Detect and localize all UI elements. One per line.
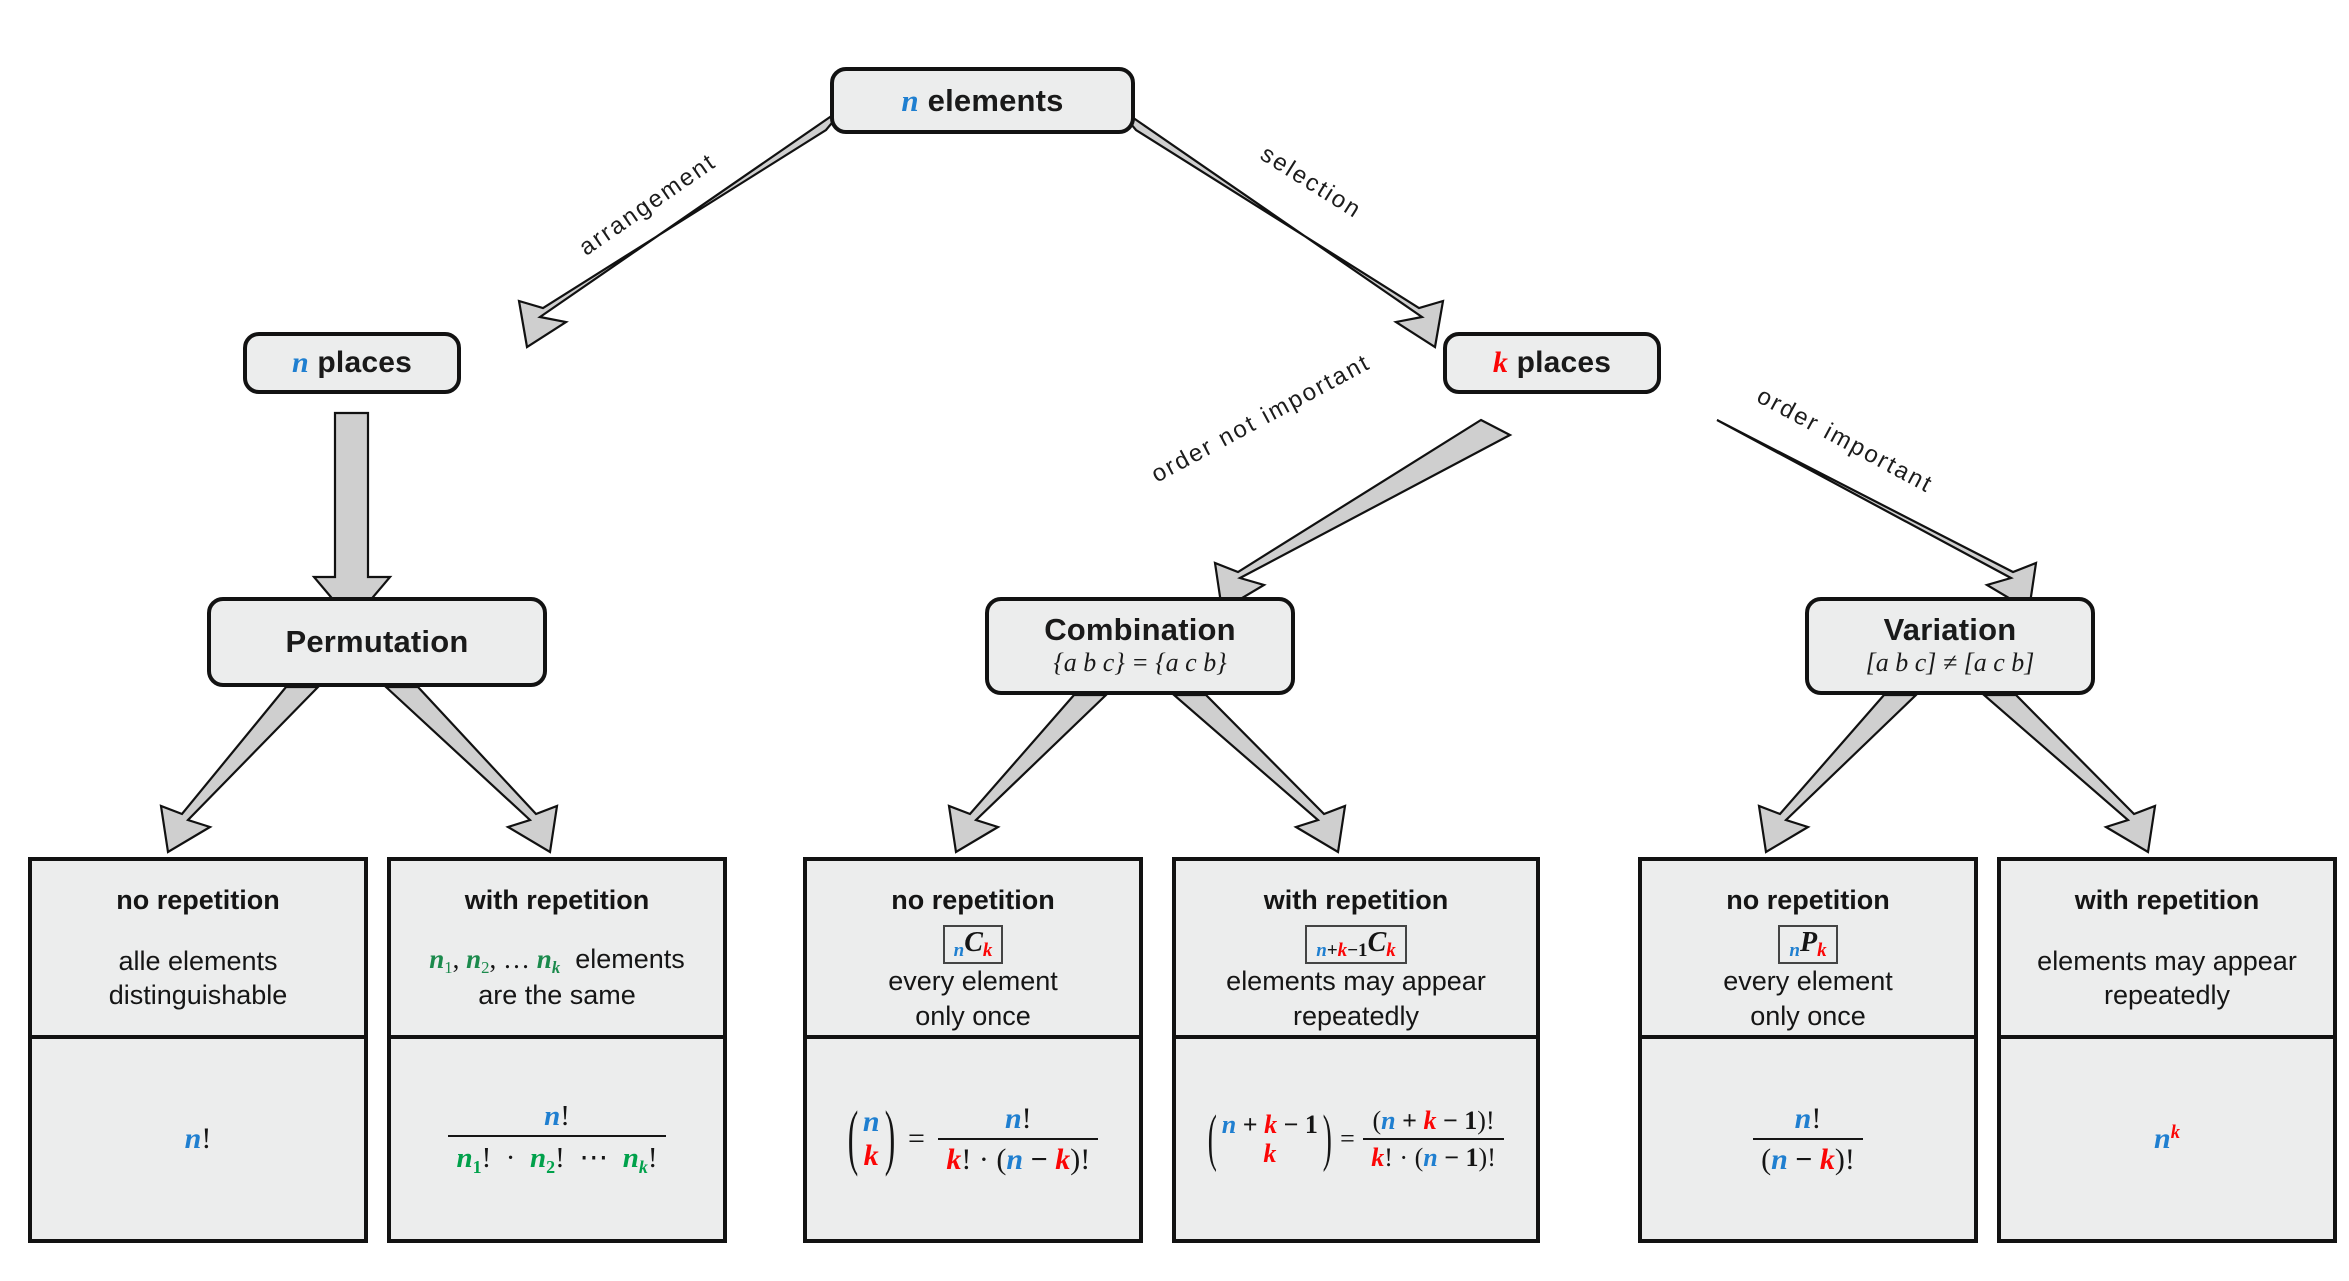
leaf-desc-line1: elements may appear: [2037, 945, 2297, 976]
leaf-desc-line1: alle elements: [118, 945, 278, 976]
leaf-formula-cell: nk: [2001, 1039, 2333, 1239]
leaf-description: elements may appear repeatedly: [1176, 964, 1536, 1033]
arrow-perm-left: [159, 685, 321, 854]
leaf-description: elements may appear repeatedly: [2001, 944, 2333, 1013]
leaf-top-cell: with repetition n+k−1Ck elements may app…: [1176, 861, 1536, 1039]
formula-variation-no-rep: n! (n − k)!: [1753, 1102, 1863, 1177]
leaf-heading: with repetition: [2074, 885, 2260, 915]
leaf-heading: with repetition: [1263, 885, 1449, 915]
leaf-desc-line2: are the same: [478, 980, 636, 1011]
arrow-selection: [1115, 105, 1445, 349]
edge-label-order-not-important: order not important: [1146, 348, 1376, 489]
leaf-desc-line1: n1, n2, … nk elements: [429, 944, 685, 978]
leaf-desc-line1: elements may appear: [1226, 966, 1486, 997]
leaf-formula-cell: ( n + k − 1 k ) = (n + k − 1)! k! · (n −…: [1176, 1039, 1536, 1239]
node-n-places-text: places: [308, 346, 413, 379]
leaf-desc-line1: every element: [1723, 966, 1893, 997]
node-k-places[interactable]: k places: [1443, 332, 1661, 394]
var-k: k: [1492, 346, 1509, 379]
node-combination-subtitle: {a b c} = {a c b}: [1053, 648, 1227, 678]
node-n-places-label: n places: [292, 346, 412, 380]
leaf-description: every element only once: [807, 964, 1139, 1033]
leaf-heading: no repetition: [116, 885, 280, 915]
symbol-nCk: nCk: [942, 925, 1004, 965]
leaf-top-cell: no repetition nCk every element only onc…: [807, 861, 1139, 1039]
leaf-description: every element only once: [1642, 964, 1974, 1033]
formula-n-factorial: n!: [184, 1122, 212, 1155]
leaf-description: n1, n2, … nk elements are the same: [391, 942, 723, 1013]
edge-label-selection: selection: [1255, 140, 1367, 225]
edge-label-order-important: order important: [1752, 382, 1938, 499]
arrow-places-to-permutation: [311, 411, 393, 624]
arrow-order-not-important: [1213, 418, 1513, 612]
formula-binomial-nk1: ( n + k − 1 k ) = (n + k − 1)! k! · (n −…: [1208, 1102, 1504, 1173]
node-variation-label: Variation: [1883, 611, 2017, 647]
leaf-combination-with-repetition[interactable]: with repetition n+k−1Ck elements may app…: [1172, 857, 1540, 1243]
leaf-desc-line2: distinguishable: [108, 980, 288, 1011]
arrow-perm-right: [383, 685, 559, 854]
leaf-variation-no-repetition[interactable]: no repetition nPk every element only onc…: [1638, 857, 1978, 1243]
node-n-elements-label: n elements: [901, 83, 1063, 119]
node-variation-subtitle: [a b c] ≠ [a c b]: [1865, 648, 2035, 678]
leaf-formula-cell: n! (n − k)!: [1642, 1039, 1974, 1239]
leaf-top-cell: with repetition n1, n2, … nk elements ar…: [391, 861, 723, 1039]
leaf-heading: no repetition: [891, 885, 1055, 915]
formula-binomial-nk: ( n k ) = n! k! · (n − k)!: [848, 1097, 1099, 1178]
edge-label-arrangement: arrangement: [574, 147, 722, 262]
leaf-desc-line1: every element: [888, 966, 1058, 997]
formula-n-power-k: nk: [2154, 1122, 2180, 1155]
var-n: n: [901, 82, 919, 118]
leaf-top-cell: with repetition elements may appear repe…: [2001, 861, 2333, 1039]
leaf-description: alle elements distinguishable: [32, 944, 364, 1013]
leaf-permutation-no-repetition[interactable]: no repetition alle elements distinguisha…: [28, 857, 368, 1243]
node-n-places[interactable]: n places: [243, 332, 461, 394]
node-permutation[interactable]: Permutation: [207, 597, 547, 687]
node-n-elements-text: elements: [918, 82, 1064, 118]
leaf-formula-cell: n! n1! · n2! ⋯ nk!: [391, 1039, 723, 1239]
leaf-top-cell: no repetition alle elements distinguisha…: [32, 861, 364, 1039]
node-n-elements[interactable]: n elements: [830, 67, 1135, 134]
symbol-n-plus-k-minus-1-C-k: n+k−1Ck: [1305, 925, 1407, 965]
node-combination[interactable]: Combination {a b c} = {a c b}: [985, 597, 1295, 695]
leaf-formula-cell: ( n k ) = n! k! · (n − k)!: [807, 1039, 1139, 1239]
arrow-var-right: [1981, 693, 2157, 854]
node-k-places-label: k places: [1493, 346, 1611, 380]
node-permutation-label: Permutation: [285, 624, 469, 659]
arrow-comb-left: [947, 693, 1109, 854]
node-combination-label: Combination: [1044, 611, 1236, 647]
node-k-places-text: places: [1508, 346, 1612, 379]
leaf-desc-line2: repeatedly: [2103, 980, 2231, 1011]
node-variation[interactable]: Variation [a b c] ≠ [a c b]: [1805, 597, 2095, 695]
formula-multiset-permutation: n! n1! · n2! ⋯ nk!: [448, 1100, 666, 1177]
var-n: n: [291, 346, 309, 379]
leaf-formula-cell: n!: [32, 1039, 364, 1239]
arrow-var-left: [1757, 693, 1919, 854]
leaf-permutation-with-repetition[interactable]: with repetition n1, n2, … nk elements ar…: [387, 857, 727, 1243]
leaf-top-cell: no repetition nPk every element only onc…: [1642, 861, 1974, 1039]
symbol-nPk: nPk: [1778, 925, 1838, 965]
arrow-comb-right: [1171, 693, 1347, 854]
leaf-desc-line2: only once: [1750, 1000, 1866, 1031]
leaf-variation-with-repetition[interactable]: with repetition elements may appear repe…: [1997, 857, 2337, 1243]
leaf-desc-line2: repeatedly: [1292, 1000, 1420, 1031]
leaf-desc-line2: only once: [915, 1000, 1031, 1031]
leaf-combination-no-repetition[interactable]: no repetition nCk every element only onc…: [803, 857, 1143, 1243]
leaf-heading: with repetition: [464, 885, 650, 915]
leaf-heading: no repetition: [1726, 885, 1890, 915]
arrow-arrangement: [517, 105, 847, 349]
